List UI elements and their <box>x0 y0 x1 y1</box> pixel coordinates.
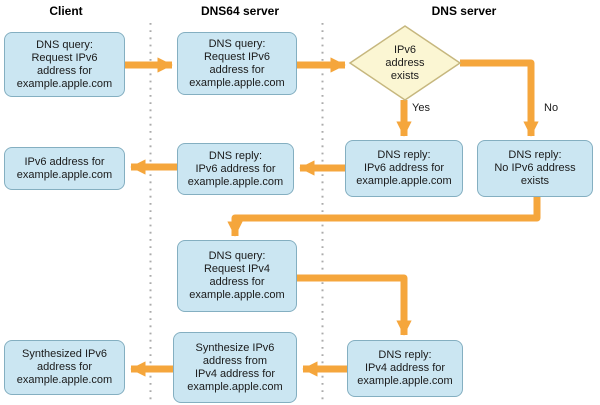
node-client-synthesized-ipv6: Synthesized IPv6 address for example.app… <box>4 340 125 395</box>
lane-header-dns64: DNS64 server <box>200 4 280 18</box>
arrow-decision-no-branch <box>460 59 539 137</box>
node-dns-reply-ipv4: DNS reply: IPv4 address for example.appl… <box>347 340 463 397</box>
node-client-ipv6-address: IPv6 address for example.apple.com <box>4 147 125 190</box>
node-dns64-dns-query-ipv4: DNS query: Request IPv4 address for exam… <box>177 240 297 312</box>
branch-label-no: No <box>544 102 559 114</box>
decision-diamond-shape <box>348 25 462 101</box>
lane-header-dns: DNS server <box>431 4 497 18</box>
node-dns-reply-ipv6: DNS reply: IPv6 address for example.appl… <box>345 140 463 197</box>
lane-header-client: Client <box>49 4 83 18</box>
node-dns64-dns-query-ipv6: DNS query: Request IPv6 address for exam… <box>177 32 297 95</box>
node-dns-reply-no-ipv6: DNS reply: No IPv6 address exists <box>477 140 593 197</box>
arrow-noreply-to-query-ipv4 <box>227 197 541 237</box>
arrow-query-ipv4-to-dnsreply <box>297 274 412 336</box>
decision-ipv6-address-exists: IPv6 address exists <box>385 43 425 82</box>
node-dns64-reply-ipv6: DNS reply: IPv6 address for example.appl… <box>177 143 294 195</box>
branch-label-yes: Yes <box>412 102 430 114</box>
node-dns64-synthesize-ipv6: Synthesize IPv6 address from IPv4 addres… <box>173 332 297 403</box>
node-client-dns-query-ipv6: DNS query: Request IPv6 address for exam… <box>4 32 125 97</box>
